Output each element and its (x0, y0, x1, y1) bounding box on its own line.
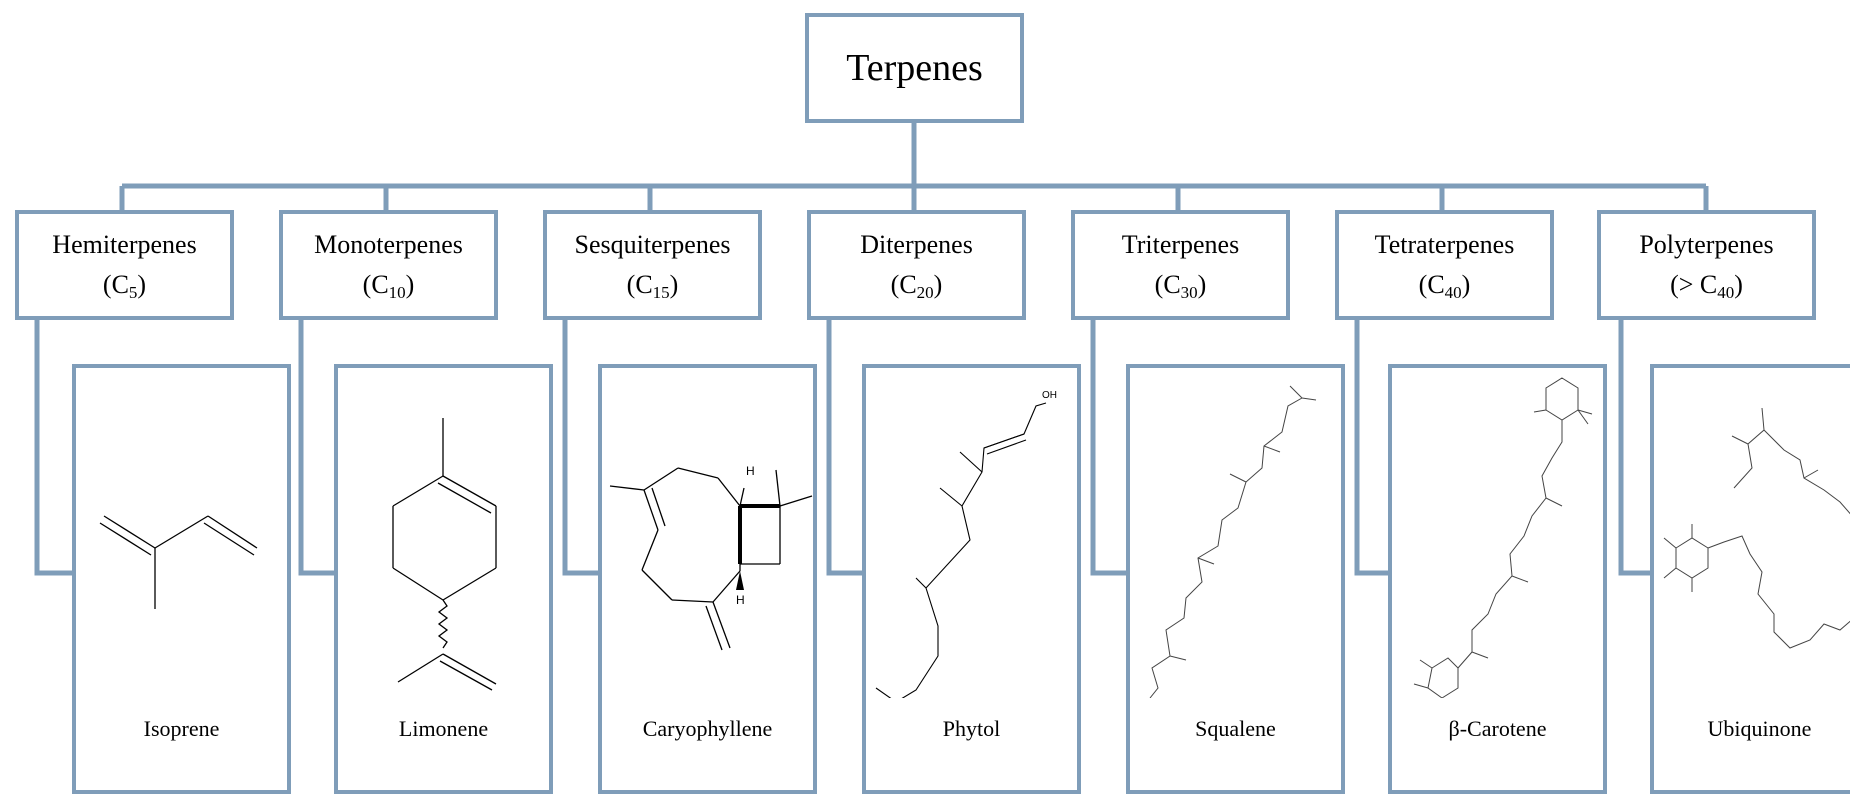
category-sesquiterpenes: Sesquiterpenes (C15) (543, 210, 762, 320)
category-monoterpenes: Monoterpenes (C10) (279, 210, 498, 320)
molecule-name: Caryophyllene (642, 716, 773, 741)
category-formula: (C40) (1418, 270, 1471, 302)
category-polyterpenes: Polyterpenes (> C40) (1597, 210, 1816, 320)
category-formula: (> C40) (1670, 270, 1743, 302)
category-formula: (C5) (102, 270, 147, 302)
category-triterpenes: Triterpenes (C30) (1071, 210, 1290, 320)
molecule-card-beta-carotene: β-Carotene (1388, 364, 1607, 794)
root-title: Terpenes (846, 47, 983, 89)
category-formula: (C30) (1154, 270, 1207, 302)
svg-text:OH: OH (1042, 390, 1057, 401)
molecule-name: β-Carotene (1448, 716, 1547, 741)
svg-text:H: H (736, 593, 745, 607)
phytol-structure: OH (875, 390, 1057, 698)
svg-text:H: H (746, 464, 755, 478)
molecule-card-caryophyllene: H H Caryophyllene (598, 364, 817, 794)
molecule-name: Phytol (942, 716, 1001, 741)
molecule-name: Ubiquinone (1707, 716, 1812, 741)
molecule-card-limonene: Limonene (334, 364, 553, 794)
category-hemiterpenes: Hemiterpenes (C5) (15, 210, 234, 320)
category-tetraterpenes: Tetraterpenes (C40) (1335, 210, 1554, 320)
category-formula: (C10) (362, 270, 415, 302)
category-name: Sesquiterpenes (574, 229, 731, 259)
category-name: Tetraterpenes (1374, 229, 1515, 259)
molecule-card-ubiquinone: Ubiquinone (1650, 364, 1850, 794)
beta-carotene-structure (1413, 377, 1593, 698)
caryophyllene-structure: H H (609, 464, 813, 651)
molecule-card-squalene: Squalene (1126, 364, 1345, 794)
category-name: Triterpenes (1121, 229, 1240, 259)
category-name: Hemiterpenes (52, 229, 197, 259)
category-name: Diterpenes (860, 229, 973, 259)
category-diterpenes: Diterpenes (C20) (807, 210, 1026, 320)
category-name: Polyterpenes (1639, 229, 1774, 259)
limonene-structure (392, 418, 497, 691)
isoprene-structure (99, 515, 258, 609)
molecule-name: Limonene (398, 716, 489, 741)
molecule-name: Squalene (1195, 716, 1276, 741)
molecule-card-phytol: OH Phytol (862, 364, 1081, 794)
squalene-structure (1149, 385, 1317, 698)
category-name: Monoterpenes (314, 229, 463, 259)
ubiquinone-structure (1663, 407, 1850, 649)
molecule-name: Isoprene (143, 716, 220, 741)
root-node: Terpenes (805, 13, 1024, 123)
category-formula: (C20) (890, 270, 943, 302)
category-formula: (C15) (626, 270, 679, 302)
molecule-card-isoprene: Isoprene (72, 364, 291, 794)
